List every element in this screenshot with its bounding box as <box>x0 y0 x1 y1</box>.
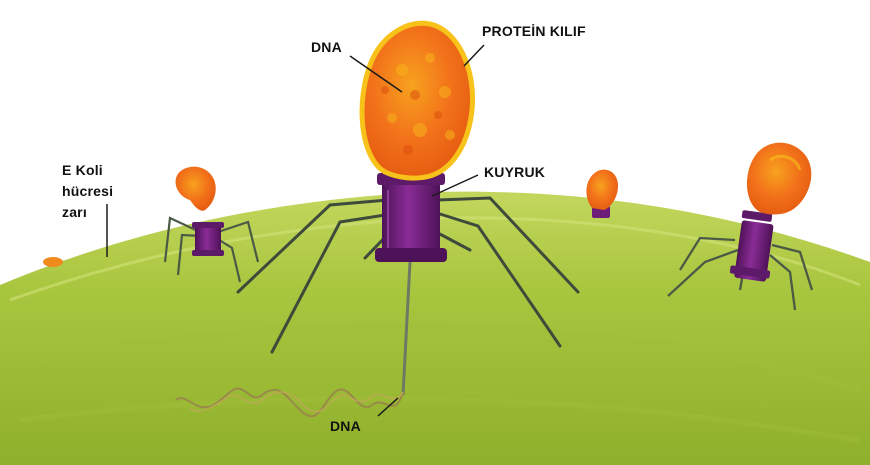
label-tail: KUYRUK <box>484 163 545 181</box>
label-dna-bottom: DNA <box>330 417 361 435</box>
small-phage-blob <box>43 257 63 267</box>
label-membrane: E Koli hücresi zarı <box>62 160 113 223</box>
label-protein-coat: PROTEİN KILIF <box>482 22 586 40</box>
label-membrane-line-1: E Koli <box>62 160 113 181</box>
label-membrane-line-3: zarı <box>62 202 113 223</box>
label-membrane-line-2: hücresi <box>62 181 113 202</box>
label-dna-top: DNA <box>311 38 342 56</box>
